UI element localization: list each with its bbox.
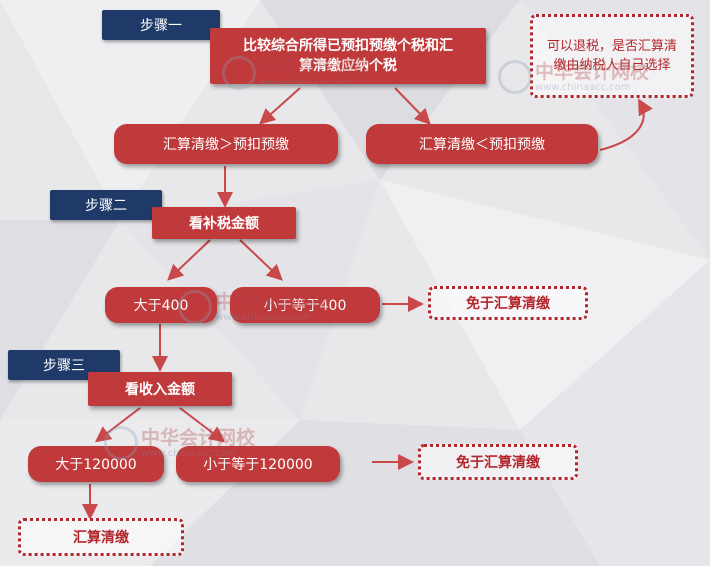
refund-choice-note: 可以退税，是否汇算清缴由纳税人自己选择 [530, 14, 694, 98]
less-than-prepaid-box: 汇算清缴＜预扣预缴 [366, 124, 598, 164]
step-two-label: 步骤二 [50, 190, 162, 220]
step-three-label: 步骤三 [8, 350, 120, 380]
less-equal-400-box: 小于等于400 [230, 287, 380, 323]
greater-than-120000-box: 大于120000 [28, 446, 164, 482]
arrow-check-income-to-gt120000 [94, 407, 141, 443]
arrow-check-tax-to-gt400 [167, 239, 211, 281]
arrow-less-to-note [599, 98, 653, 151]
arrow-compare-to-greater [259, 87, 301, 125]
arrow-compare-to-less [394, 87, 431, 125]
less-equal-120000-box: 小于等于120000 [176, 446, 340, 482]
settlement-box: 汇算清缴 [18, 518, 184, 556]
compare-tax-box: 比较综合所得已预扣预缴个税和汇算清缴应纳个税 [210, 28, 486, 84]
check-income-amount-box: 看收入金额 [88, 372, 232, 406]
arrow-check-tax-to-le400 [239, 239, 283, 281]
greater-than-prepaid-box: 汇算清缴＞预扣预缴 [114, 124, 338, 164]
step-one-label: 步骤一 [102, 10, 220, 40]
greater-than-400-box: 大于400 [105, 287, 217, 323]
check-tax-amount-box: 看补税金额 [152, 207, 296, 239]
arrow-check-income-to-le120000 [179, 407, 226, 443]
exempt-settlement-box-1: 免于汇算清缴 [428, 286, 588, 320]
exempt-settlement-box-2: 免于汇算清缴 [418, 444, 578, 480]
